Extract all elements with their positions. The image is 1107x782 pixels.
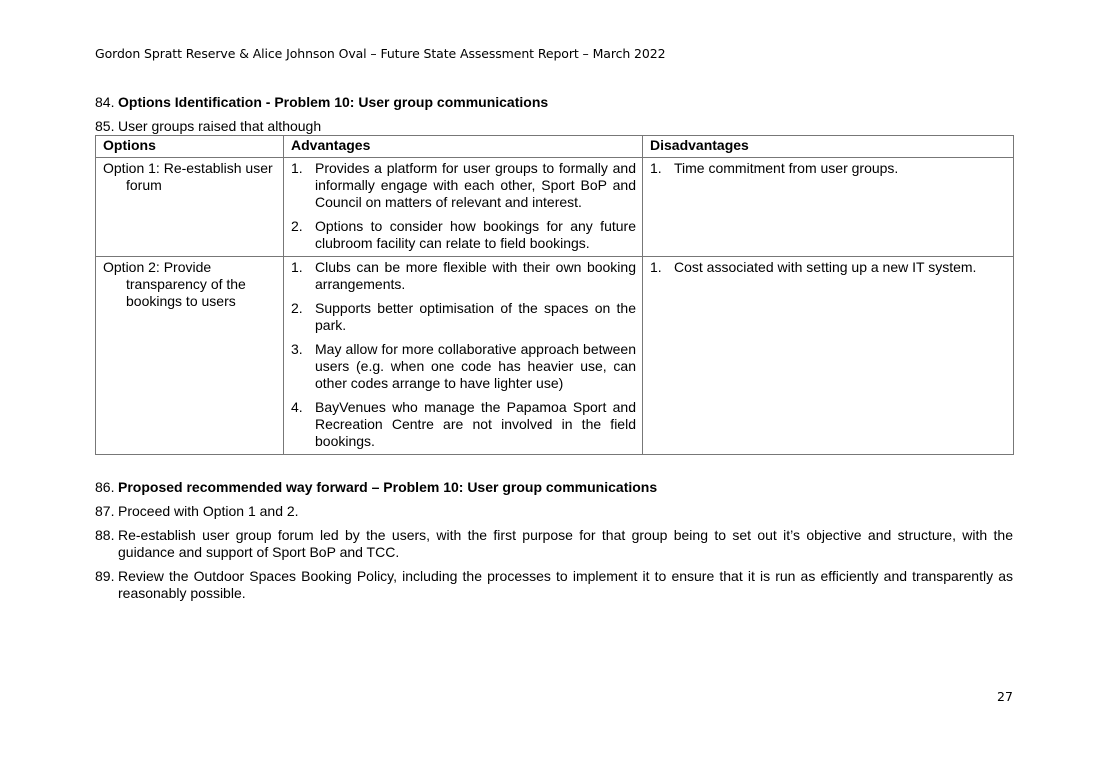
list-item-text: Cost associated with setting up a new IT…: [674, 259, 977, 275]
paragraph-text: Proceed with Option 1 and 2.: [118, 503, 299, 519]
list-item: 1. Clubs can be more flexible with their …: [291, 259, 636, 293]
paragraph-88: 88. Re-establish user group forum led by…: [95, 527, 1013, 561]
paragraph-text: Re-establish user group forum led by the…: [118, 527, 1013, 560]
column-header-options: Options: [95, 135, 284, 158]
paragraph-89: 89. Review the Outdoor Spaces Booking Po…: [95, 568, 1013, 602]
para-number: 86.: [95, 479, 115, 495]
paragraph-87: 87. Proceed with Option 1 and 2.: [95, 503, 1013, 520]
list-number: 1.: [650, 259, 662, 275]
disadvantages-list: 1. Cost associated with setting up a new …: [650, 259, 1007, 276]
option-cell: Option 1: Re-establish user forum: [95, 157, 284, 257]
list-item-text: May allow for more collaborative approac…: [315, 341, 636, 391]
list-item: 1. Cost associated with setting up a new …: [650, 259, 1007, 276]
section-heading-86: 86. Proposed recommended way forward – P…: [95, 479, 1013, 496]
para-number: 87.: [95, 503, 115, 519]
list-item: 2. Options to consider how bookings for a…: [291, 218, 636, 252]
list-item-text: Clubs can be more flexible with their ow…: [315, 259, 636, 292]
list-item-text: Options to consider how bookings for any…: [315, 218, 636, 251]
running-header: Gordon Spratt Reserve & Alice Johnson Ov…: [95, 46, 666, 61]
advantages-cell: 1. Clubs can be more flexible with their …: [283, 256, 643, 455]
column-header-advantages: Advantages: [283, 135, 643, 158]
section-heading-84: 84. Options Identification - Problem 10:…: [95, 94, 1013, 111]
column-header-disadvantages: Disadvantages: [642, 135, 1014, 158]
paragraph-85: 85. User groups raised that although: [95, 118, 1013, 135]
list-item-text: Time commitment from user groups.: [674, 160, 899, 176]
section-heading-text: Options Identification - Problem 10: Use…: [118, 94, 549, 110]
section-heading-text: Proposed recommended way forward – Probl…: [118, 479, 658, 495]
advantages-list: 1. Provides a platform for user groups to…: [291, 160, 636, 252]
list-number: 2.: [291, 300, 303, 316]
list-number: 1.: [291, 259, 303, 275]
para-number: 89.: [95, 568, 115, 584]
page-number: 27: [997, 689, 1013, 704]
para-number: 84.: [95, 94, 115, 110]
paragraph-text: User groups raised that although: [118, 118, 322, 134]
para-number: 85.: [95, 118, 115, 134]
option-label: Option 1: Re-establish user forum: [103, 160, 273, 193]
disadvantages-list: 1. Time commitment from user groups.: [650, 160, 1007, 177]
disadvantages-cell: 1. Cost associated with setting up a new …: [642, 256, 1014, 455]
advantages-list: 1. Clubs can be more flexible with their …: [291, 259, 636, 450]
list-number: 3.: [291, 341, 303, 357]
option-label: Option 2: Provide transparency of the bo…: [103, 259, 246, 309]
list-item-text: BayVenues who manage the Papamoa Sport a…: [315, 399, 636, 449]
list-item: 3. May allow for more collaborative appro…: [291, 341, 636, 392]
advantages-cell: 1. Provides a platform for user groups to…: [283, 157, 643, 257]
list-number: 4.: [291, 399, 303, 415]
option-cell: Option 2: Provide transparency of the bo…: [95, 256, 284, 455]
list-item: 2. Supports better optimisation of the sp…: [291, 300, 636, 334]
disadvantages-cell: 1. Time commitment from user groups.: [642, 157, 1014, 257]
options-table: Options Advantages Disadvantages Option …: [95, 135, 1014, 455]
list-item-text: Supports better optimisation of the spac…: [315, 300, 636, 333]
page-body: 84. Options Identification - Problem 10:…: [95, 94, 1014, 602]
list-item-text: Provides a platform for user groups to f…: [315, 160, 636, 210]
table-row-option-2: Option 2: Provide transparency of the bo…: [95, 256, 1014, 455]
paragraph-text: Review the Outdoor Spaces Booking Policy…: [118, 568, 1013, 601]
list-number: 2.: [291, 218, 303, 234]
list-number: 1.: [291, 160, 303, 176]
table-header-row: Options Advantages Disadvantages: [95, 135, 1014, 158]
list-item: 1. Provides a platform for user groups to…: [291, 160, 636, 211]
table-row-option-1: Option 1: Re-establish user forum 1. Prov…: [95, 157, 1014, 257]
list-item: 4. BayVenues who manage the Papamoa Sport…: [291, 399, 636, 450]
para-number: 88.: [95, 527, 115, 543]
list-item: 1. Time commitment from user groups.: [650, 160, 1007, 177]
list-number: 1.: [650, 160, 662, 176]
